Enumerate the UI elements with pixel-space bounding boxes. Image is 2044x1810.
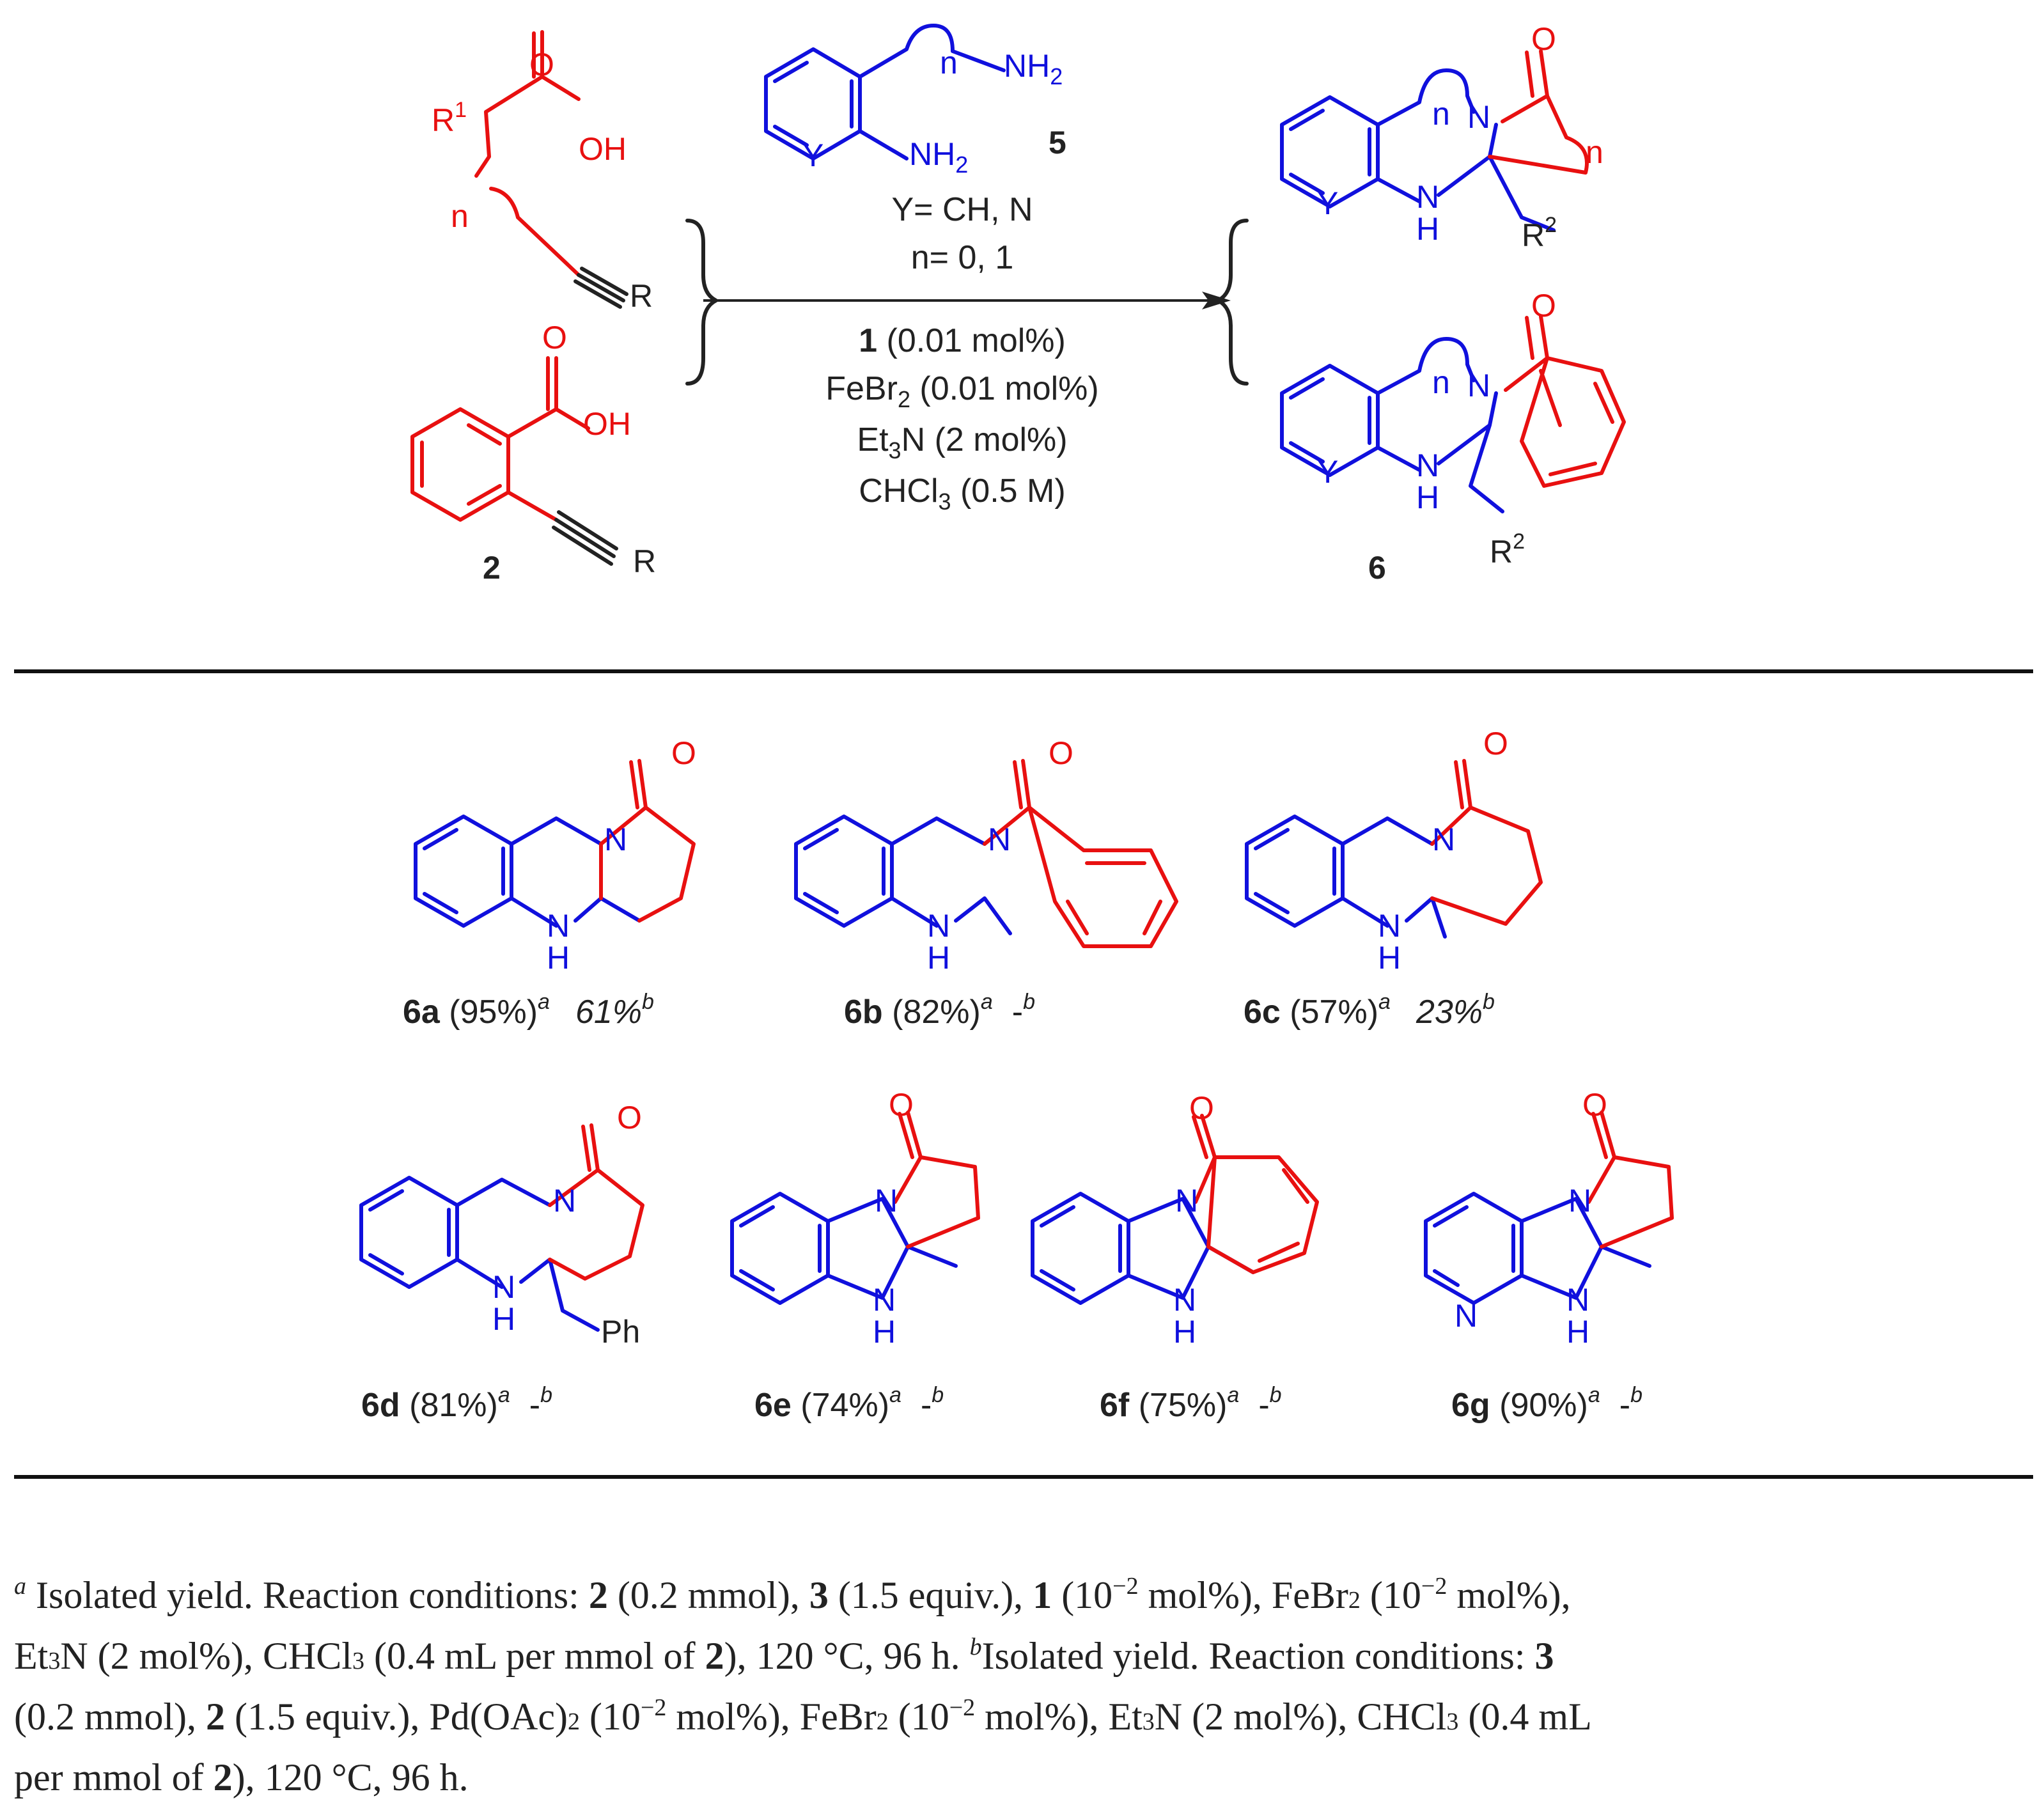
atom-n: N xyxy=(547,908,570,944)
structure-6d: N O N H Ph xyxy=(359,1100,644,1350)
footnote-line-4: per mmol of 2), 120 °C, 96 h. xyxy=(14,1756,469,1798)
atom-n: N xyxy=(988,822,1011,857)
condition-chcl3: CHCl3 (0.5 M) xyxy=(859,472,1065,515)
r-label: R xyxy=(630,278,653,314)
carbonyl-o: O xyxy=(1531,288,1556,324)
atom-n: N xyxy=(875,1183,898,1219)
nh2-top: NH2 xyxy=(1004,48,1063,90)
n-label: n xyxy=(940,45,958,81)
compound-label-2: 2 xyxy=(483,550,501,586)
r2-label: R2 xyxy=(1490,529,1525,570)
structure-6g: N O N N H xyxy=(1424,1087,1674,1350)
atom-n: N xyxy=(1175,1183,1198,1219)
y-label: Y xyxy=(802,137,823,173)
ph-label: Ph xyxy=(601,1314,640,1350)
r2-label: R2 xyxy=(1522,213,1557,253)
atom-o: O xyxy=(617,1100,642,1135)
ring-n: N xyxy=(1467,368,1490,403)
atom-h: H xyxy=(547,940,570,976)
oh-label: OH xyxy=(579,131,627,167)
atom-n: N xyxy=(1568,1183,1591,1219)
amine-5: Y n NH2 NH2 5 xyxy=(764,24,1066,178)
condition-et3n: Et3N (2 mol%) xyxy=(857,421,1067,464)
atom-n: N xyxy=(1173,1282,1196,1318)
oh-label: OH xyxy=(583,406,631,442)
carbonyl-o: O xyxy=(542,320,567,355)
atom-o: O xyxy=(1483,726,1508,761)
footnote-line-2: Et3N (2 mol%), CHCl3 (0.4 mL per mmol of… xyxy=(14,1634,1554,1677)
atom-h: H xyxy=(492,1301,515,1337)
atom-o: O xyxy=(1049,735,1073,771)
n-label: n xyxy=(451,198,469,234)
atom-o: O xyxy=(1189,1090,1214,1126)
carbonyl-o: O xyxy=(529,47,554,82)
ring-n: N xyxy=(1467,99,1490,135)
atom-n: N xyxy=(1378,908,1401,944)
structure-6e: N O N H xyxy=(730,1087,980,1350)
condition-n: n= 0, 1 xyxy=(911,239,1013,276)
compound-label-6: 6 xyxy=(1368,550,1386,586)
reactant-2: O OH R 2 xyxy=(410,320,656,586)
structure-6a: N O N H xyxy=(414,735,696,976)
atom-n: N xyxy=(1566,1282,1589,1318)
n-label-ring: n xyxy=(1586,134,1603,170)
n-label: n xyxy=(1432,96,1450,132)
y-label: Y xyxy=(1317,185,1338,221)
atom-o: O xyxy=(889,1087,914,1123)
atom-n: N xyxy=(1455,1298,1478,1334)
atom-h: H xyxy=(1566,1314,1589,1350)
caption-6d: 6d (81%)a-b xyxy=(361,1383,552,1424)
caption-6f: 6f (75%)a-b xyxy=(1100,1383,1282,1424)
caption-6g: 6g (90%)a-b xyxy=(1451,1383,1642,1424)
atom-h: H xyxy=(1173,1314,1196,1350)
h-label: H xyxy=(1416,211,1439,247)
atom-o: O xyxy=(671,735,696,771)
n-label: n xyxy=(1432,364,1450,400)
nh-label: N xyxy=(1416,179,1439,215)
structure-6b: N O N H xyxy=(794,735,1178,976)
r1-label: R1 xyxy=(432,98,467,138)
atom-n: N xyxy=(1432,822,1455,857)
atom-n: N xyxy=(927,908,950,944)
caption-6b: 6b (82%)a-b xyxy=(844,990,1035,1031)
product-6-isoindolinone: n N O Y N H R2 6 xyxy=(1280,288,1626,586)
atom-h: H xyxy=(1378,940,1401,976)
left-brace xyxy=(685,219,718,386)
h-label: H xyxy=(1416,480,1439,515)
footnote-line-3: (0.2 mmol), 2 (1.5 equiv.), Pd(OAc)2 (10… xyxy=(14,1694,1592,1738)
compound-label-5: 5 xyxy=(1049,125,1066,160)
condition-catalyst: 1 (0.01 mol%) xyxy=(859,322,1066,359)
atom-h: H xyxy=(873,1314,896,1350)
atom-n: N xyxy=(873,1282,896,1318)
reactant-alkynoic-acid: R1 O OH n R xyxy=(432,30,653,314)
atom-o: O xyxy=(1582,1087,1607,1123)
atom-n: N xyxy=(553,1183,576,1219)
condition-febr2: FeBr2 (0.01 mol%) xyxy=(825,370,1098,412)
caption-6e: 6e (74%)a-b xyxy=(754,1383,944,1424)
y-label: Y xyxy=(1317,454,1338,490)
nh2-ring: NH2 xyxy=(909,136,968,178)
carbonyl-o: O xyxy=(1531,21,1556,57)
r-label: R xyxy=(633,543,656,579)
structure-6c: N O N H xyxy=(1245,726,1543,976)
right-brace xyxy=(1216,219,1249,386)
footnote-line-1: a Isolated yield. Reaction conditions: 2… xyxy=(14,1573,1571,1616)
structure-6f: N O N H xyxy=(1031,1090,1319,1350)
atom-n: N xyxy=(604,822,627,857)
condition-y: Y= CH, N xyxy=(891,191,1033,228)
atom-n: N xyxy=(492,1269,515,1305)
nh-label: N xyxy=(1416,448,1439,483)
product-6-lactam: n N O n Y N H R2 xyxy=(1280,21,1603,253)
atom-h: H xyxy=(927,940,950,976)
